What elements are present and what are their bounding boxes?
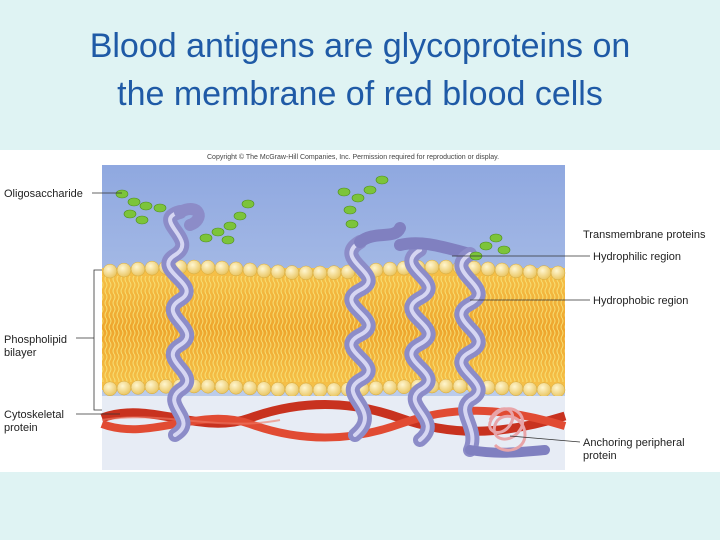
phospholipid-head [438, 378, 454, 394]
phospholipid-head [116, 380, 132, 396]
phospholipid-head [200, 378, 216, 394]
oligosaccharide-chains [115, 175, 511, 261]
transmembrane-protein-2 [344, 222, 476, 447]
phospholipid-head [228, 261, 244, 277]
phospholipid-head [508, 263, 524, 279]
phospholipid-head [368, 380, 384, 396]
phospholipid-head [256, 263, 272, 279]
phospholipid-head [242, 380, 258, 396]
phospholipid-head [256, 381, 272, 396]
phospholipid-head [522, 264, 538, 280]
phospholipid-head [452, 378, 468, 394]
phospholipid-head [200, 260, 216, 275]
label-cytoskeletal-2: protein [4, 422, 38, 434]
phospholipid-head [550, 382, 566, 398]
phospholipid-head [536, 382, 552, 397]
phospholipid-head [130, 261, 146, 277]
phospholipid-head [494, 380, 510, 396]
phospholipid-head [536, 265, 552, 280]
phospholipid-head [312, 265, 328, 281]
phospholipid-head [116, 262, 132, 278]
phospholipid-head [130, 380, 146, 395]
label-phospholipid-1: Phospholipid [4, 334, 67, 346]
label-hydrophobic: Hydrophobic region [593, 295, 688, 307]
phospholipid-head [438, 259, 454, 275]
title-line-1: Blood antigens are glycoproteins on [89, 27, 631, 65]
phospholipid-head [144, 260, 160, 276]
phospholipid-head [144, 379, 160, 395]
anchoring-peripheral-protein [488, 407, 527, 452]
phospholipid-head [186, 259, 202, 275]
label-cytoskeletal-1: Cytoskeletal [4, 409, 64, 421]
slide-title: Blood antigens are glycoproteins on the … [0, 22, 720, 118]
membrane-figure: Copyright © The McGraw-Hill Companies, I… [0, 150, 720, 472]
phospholipid-head [326, 382, 342, 398]
label-oligosaccharide: Oligosaccharide [4, 188, 83, 200]
label-transmembrane: Transmembrane proteins [583, 229, 706, 241]
label-hydrophilic: Hydrophilic region [593, 251, 681, 263]
phospholipid-head [242, 262, 258, 278]
label-anchoring-2: protein [583, 450, 617, 462]
label-phospholipid-2: bilayer [4, 347, 37, 359]
phospholipid-head [382, 380, 398, 395]
label-anchoring-1: Anchoring peripheral [583, 437, 685, 449]
membrane-diagram: Copyright © The McGraw-Hill Companies, I… [4, 153, 706, 470]
phospholipid-head [270, 381, 286, 397]
phospholipid-head [382, 261, 398, 277]
phospholipid-head [298, 265, 314, 281]
phospholipid-head [284, 382, 300, 397]
phospholipid-head [214, 260, 230, 276]
phospholipid-head [480, 261, 496, 277]
phospholipid-head [326, 265, 342, 280]
phospholipid-head [494, 262, 510, 278]
phospholipid-head [284, 265, 300, 280]
phospholipid-head [508, 381, 524, 396]
phospholipid-head [396, 379, 412, 394]
copyright-text: Copyright © The McGraw-Hill Companies, I… [207, 153, 499, 161]
transmembrane-protein-1 [161, 203, 205, 442]
phospholipid-head [424, 259, 440, 275]
phospholipid-head [228, 380, 244, 395]
phospholipid-head [102, 381, 118, 397]
transmembrane-protein-3 [454, 247, 550, 458]
phospholipid-head [298, 382, 314, 398]
leader-lines [76, 192, 590, 443]
title-line-2: the membrane of red blood cells [117, 75, 603, 113]
phospholipid-head [550, 265, 566, 281]
phospholipid-head [270, 264, 286, 280]
phospholipid-head [214, 379, 230, 394]
phospholipid-head [102, 263, 118, 279]
phospholipid-head [522, 382, 538, 397]
phospholipid-head [312, 382, 328, 398]
